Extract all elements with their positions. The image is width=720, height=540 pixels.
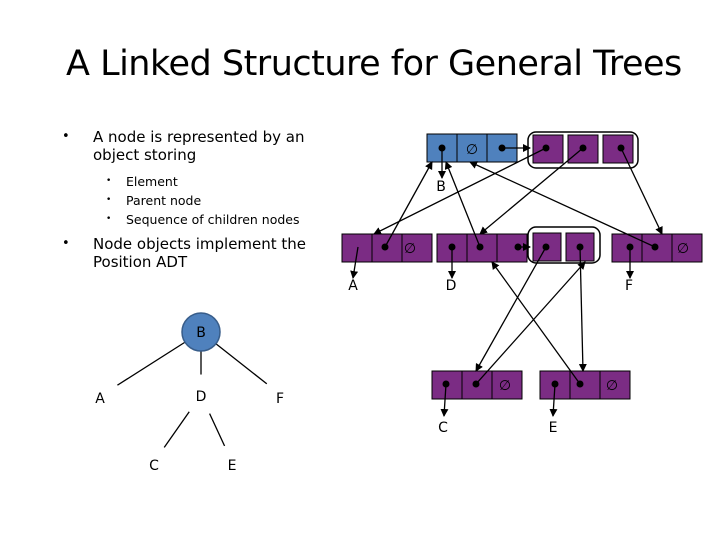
sub-bullet-text: Element (126, 174, 178, 189)
sub-bullet-item: • Parent node (60, 191, 320, 210)
child-pointer (479, 147, 584, 235)
child-pointer (475, 246, 547, 372)
parent-pointer (444, 161, 481, 248)
sub-bullet-list: • Element • Parent node • Sequence of child… (60, 172, 320, 229)
tree-node-d (180, 374, 222, 416)
parent-cell (569, 370, 601, 400)
element-label-c: C (438, 420, 448, 436)
bullet-item: • A node is represented by an object sto… (60, 128, 320, 164)
tree-node-e (212, 444, 252, 484)
tree-node-c (134, 444, 174, 484)
element-pointer (549, 383, 558, 417)
tree-node-label: D (196, 389, 207, 405)
null-symbol: ∅ (499, 378, 511, 394)
parent-pointer (469, 161, 656, 248)
tree-node-label: F (276, 391, 284, 407)
parent-pointer (491, 261, 581, 385)
child-pointer (620, 147, 663, 235)
children-cell (401, 233, 433, 263)
parent-pointer (384, 161, 433, 248)
null-symbol: ∅ (677, 241, 689, 257)
element-cell (341, 233, 373, 263)
tree-node-label: A (95, 391, 105, 407)
bullet-icon: • (62, 236, 70, 251)
children-cell (496, 233, 528, 263)
tree-node-b (181, 312, 221, 352)
null-symbol: ∅ (466, 142, 478, 158)
bullet-item: • Node objects implement the Position AD… (60, 235, 320, 271)
children-cell (671, 233, 703, 263)
node-record-a: ∅ (341, 233, 433, 263)
children-list-d (532, 232, 595, 262)
node-record-f: ∅ (611, 233, 703, 263)
child-pointer (373, 147, 547, 235)
tree-node-label: B (196, 325, 206, 341)
sub-bullet-text: Sequence of children nodes (126, 212, 300, 227)
linked-structure: ∅ B ∅ A (341, 131, 703, 436)
bullet-icon: • (106, 214, 112, 224)
sub-bullet-item: • Sequence of children nodes (60, 210, 320, 229)
element-label-a: A (348, 278, 358, 294)
bullet-text: A node is represented by an object stori… (93, 128, 305, 164)
children-cell (599, 370, 631, 400)
element-pointer (350, 246, 359, 279)
children-list-b (532, 134, 634, 164)
null-symbol: ∅ (404, 241, 416, 257)
element-pointer (440, 383, 449, 417)
tree-node-label: C (149, 458, 159, 474)
null-symbol: ∅ (606, 378, 618, 394)
pointer-arrows (350, 144, 663, 417)
element-label-b: B (436, 179, 446, 195)
abstract-tree: B A D F C E (82, 312, 301, 484)
element-label-f: F (625, 278, 633, 294)
bullet-icon: • (106, 176, 112, 186)
tree-node-label: E (228, 458, 237, 474)
tree-node-f (261, 377, 301, 417)
bullet-text: Node objects implement the Position ADT (93, 235, 307, 271)
node-record-d (436, 233, 528, 263)
slide-title: A Linked Structure for General Trees (66, 44, 682, 84)
element-label-d: D (446, 278, 457, 294)
bullet-list: • A node is represented by an object sto… (60, 128, 320, 271)
sub-bullet-item: • Element (60, 172, 320, 191)
bullet-icon: • (106, 195, 112, 205)
element-label-e: E (549, 420, 558, 436)
node-record-e: ∅ (539, 370, 631, 400)
sub-bullet-text: Parent node (126, 193, 202, 208)
children-cell (491, 370, 523, 400)
tree-node-a (82, 377, 122, 417)
bullet-icon: • (62, 129, 70, 144)
element-cell (431, 370, 463, 400)
parent-pointer (475, 261, 586, 385)
